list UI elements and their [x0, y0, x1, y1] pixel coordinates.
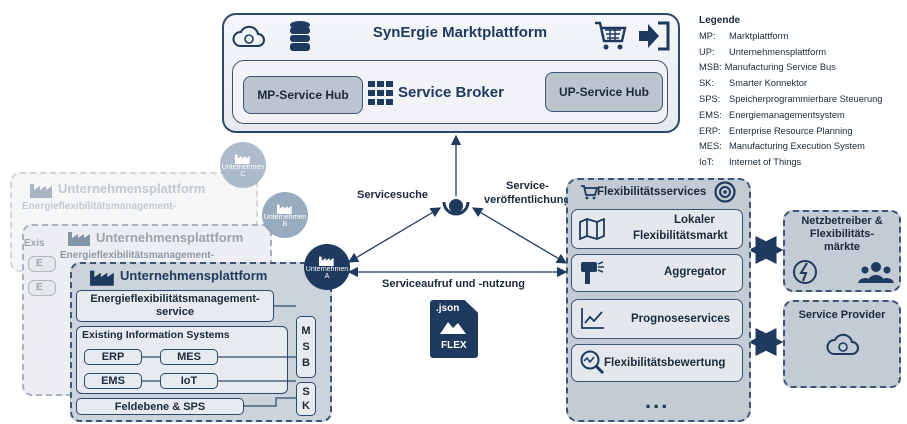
service-prognose[interactable]: [571, 299, 743, 339]
legend-item: UP:Unternehmensplattform: [699, 46, 827, 57]
factory-icon: [90, 270, 114, 286]
cloud-sync-icon: [232, 25, 265, 47]
legend-item: SK:Smarter Konnektor: [699, 78, 808, 89]
factory-icon: [30, 184, 52, 198]
users-icon: [858, 262, 894, 283]
more-services-ellipsis: ...: [645, 388, 670, 413]
factory-icon: [277, 204, 292, 214]
legend-item: MSB:Manufacturing Service Bus: [699, 62, 836, 73]
factory-icon: [319, 256, 334, 266]
service-aggregator-label: Aggregator: [664, 266, 726, 278]
factory-icon: [235, 154, 250, 164]
system-ems: EMS: [84, 373, 142, 389]
sign-in-icon: [639, 21, 670, 51]
enterprise-a-title: Unternehmensplattform: [120, 268, 268, 283]
search-line: [347, 207, 442, 263]
service-aggregator[interactable]: [571, 254, 743, 292]
file-flex-label: FLEX: [441, 340, 467, 351]
faded-system-e: E: [36, 258, 43, 269]
grid-icon: [368, 81, 393, 105]
enterprise-c-efm: Energieflexibilitätsmanagement-: [22, 201, 176, 212]
file-ext-label: .json: [436, 303, 460, 314]
system-iot: IoT: [160, 373, 218, 389]
legend-title: Legende: [699, 15, 741, 26]
publish-line: [471, 207, 568, 264]
map-icon: [579, 218, 605, 240]
legend-item: SPS:Speicherprogrammierbare Steuerung: [699, 93, 883, 104]
field-level-sps: Feldebene & SPS: [76, 398, 244, 415]
netzbetreiber-title: Netzbetreiber & Flexibilitäts- märkte: [801, 215, 883, 253]
marketplace-title: SynErgie Marktplattform: [372, 24, 548, 41]
company-badge-b: Unternehmen B: [262, 192, 308, 238]
service-prognose-label: Prognoseservices: [631, 313, 731, 325]
service-provider-title: Service Provider: [798, 309, 886, 321]
service-lokaler-line1: Lokaler: [674, 214, 715, 226]
system-erp: ERP: [84, 349, 142, 365]
flex-services-title: Flexibilitätsservices: [597, 186, 707, 198]
company-badge-c: Unternehmen C: [220, 142, 266, 188]
line-chart-icon: [581, 308, 604, 329]
legend-item: MES:Manufacturing Execution System: [699, 141, 865, 152]
label-servicesuche: Servicesuche: [357, 189, 428, 201]
factory-icon: [68, 232, 90, 246]
enterprise-b-title: Unternehmensplattform: [96, 230, 244, 245]
cloud-sync-icon: [826, 333, 859, 355]
label-publish-2: veröffentlichung: [484, 194, 571, 206]
power-plug-icon: [793, 260, 817, 284]
system-mes: MES: [160, 349, 218, 365]
efm-service-line1: Energieflexibilitätsmanagement-: [90, 293, 260, 305]
legend-item: MP:Marktplattform: [699, 30, 789, 41]
connector-hub-icon: [442, 199, 470, 216]
shopping-cart-icon: [595, 21, 627, 50]
enterprise-c-title: Unternehmensplattform: [58, 181, 206, 196]
enterprise-b-existing: Exis: [24, 238, 45, 249]
target-icon: [714, 181, 736, 203]
up-service-hub: UP-Service Hub: [545, 72, 663, 112]
service-lokaler-line2: Flexibilitätsmarkt: [633, 230, 728, 242]
legend-item: EMS:Energiemanagementsystem: [699, 109, 845, 120]
cart-icon: [581, 185, 598, 200]
mp-service-hub: MP-Service Hub: [243, 76, 363, 114]
enterprise-b-efm: Energieflexibilitätsmanagement-: [60, 250, 214, 261]
efm-service-box: Energieflexibilitätsmanagement- service: [76, 290, 274, 322]
legend-item: ERP:Enterprise Resource Planning: [699, 125, 853, 136]
legend: Legende MP:Marktplattform UP:Unternehmen…: [699, 13, 904, 171]
legend-item: IoT:Internet of Things: [699, 157, 802, 168]
label-publish-1: Service-: [506, 180, 549, 192]
service-provider-box: [783, 300, 901, 388]
service-bewertung[interactable]: [571, 344, 743, 382]
efm-service-line2: service: [156, 306, 194, 318]
database-icon: [290, 21, 310, 51]
company-badge-a: Unternehmen A: [304, 244, 350, 290]
service-broker-label: Service Broker: [398, 84, 504, 101]
magnifier-chart-icon: [580, 350, 605, 375]
chart-mountain-icon: [440, 322, 466, 334]
service-bewertung-label: Flexibilitätsbewertung: [604, 357, 726, 369]
label-serviceaufruf: Serviceaufruf und -nutzung: [382, 278, 525, 290]
faded-system-box: [28, 280, 56, 296]
aggregator-icon: [581, 261, 604, 284]
faded-system-e: E: [36, 282, 43, 293]
service-lokaler-markt[interactable]: [571, 209, 743, 249]
faded-system-box: [28, 256, 56, 272]
existing-systems-title: Existing Information Systems: [82, 329, 230, 341]
